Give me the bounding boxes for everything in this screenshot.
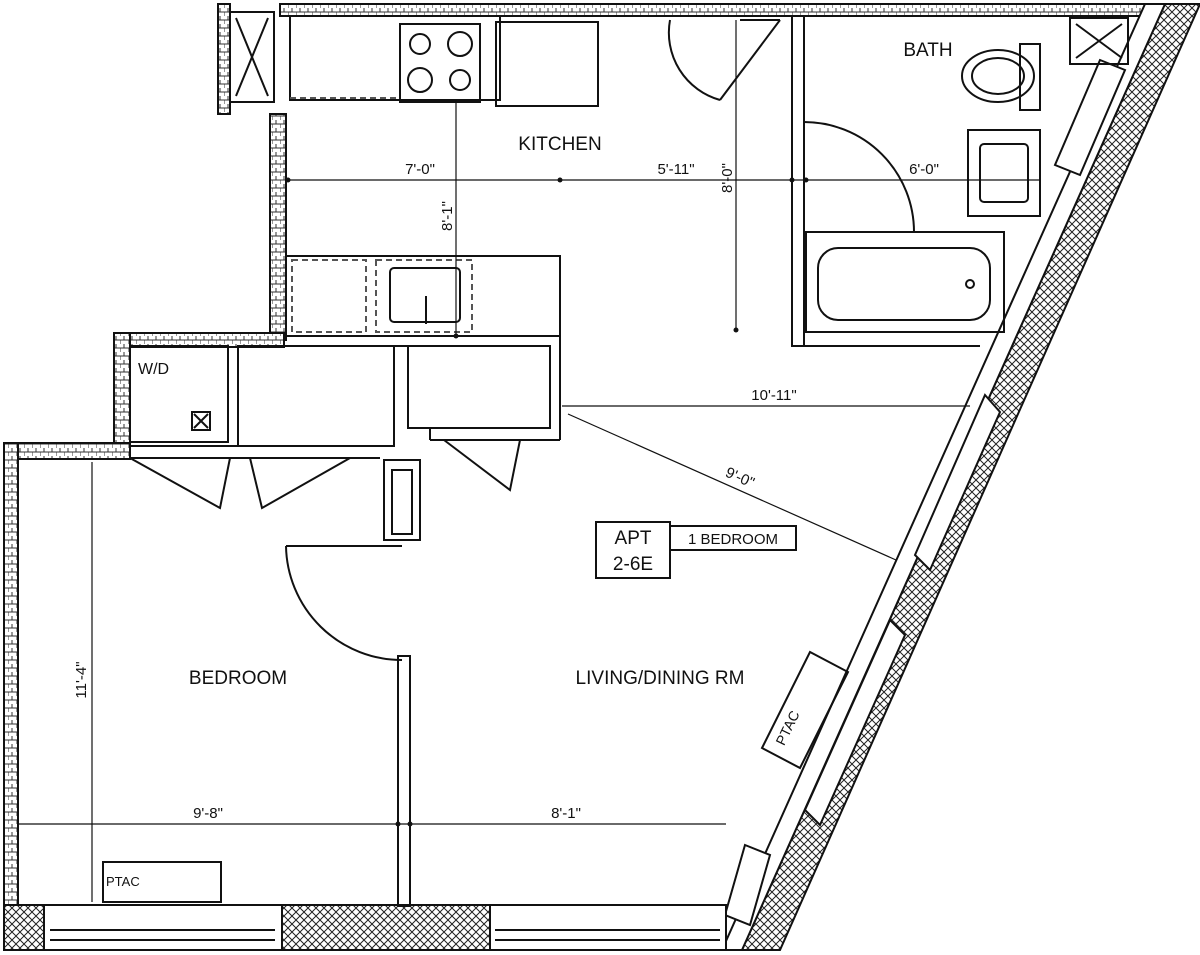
dimension-ticks <box>285 177 809 827</box>
kitchen-upper-counter <box>289 15 599 107</box>
unit-type-label: 1 BEDROOM <box>688 531 778 548</box>
dim-bath-width: 6'-0" <box>909 161 939 178</box>
unit-label-line2: 2-6E <box>613 554 653 575</box>
ptac-bedroom-label: PTAC <box>106 874 140 889</box>
exterior-walls <box>3 3 1181 934</box>
closets <box>129 335 561 541</box>
unit-label-line1: APT <box>615 528 652 549</box>
dim-kitchen-right: 5'-11" <box>657 161 694 178</box>
dim-kitchen-depth: 8'-1" <box>439 201 456 231</box>
bath-label: BATH <box>903 40 952 61</box>
ptac-units <box>102 650 850 903</box>
dimension-lines <box>18 20 1040 902</box>
dim-kitchen-left: 7'-0" <box>405 161 435 178</box>
living-label: LIVING/DINING RM <box>576 668 745 689</box>
kitchen-door <box>667 19 781 101</box>
kitchen-lower-counter <box>285 255 561 337</box>
dim-hall-depth: 8'-0" <box>719 163 736 193</box>
bath-walls <box>791 15 1041 347</box>
south-wall <box>3 904 727 951</box>
dim-bedroom-depth: 11'-4" <box>73 661 90 698</box>
bedroom-door <box>285 545 411 907</box>
wd-label: W/D <box>138 361 169 378</box>
diagonal-exterior-wall <box>720 3 1200 951</box>
dim-living-diagonal: 9'-0" <box>723 464 757 492</box>
unit-label-box <box>595 521 797 579</box>
dim-bedroom-width: 9'-8" <box>193 805 223 822</box>
ptac-living-label: PTAC <box>772 708 802 748</box>
bedroom-label: BEDROOM <box>189 668 287 689</box>
shaft-right <box>1069 17 1129 65</box>
dim-living-upper: 10'-11" <box>751 387 796 404</box>
shaft-left <box>229 11 275 103</box>
kitchen-label: KITCHEN <box>518 134 601 155</box>
dim-living-width: 8'-1" <box>551 805 581 822</box>
